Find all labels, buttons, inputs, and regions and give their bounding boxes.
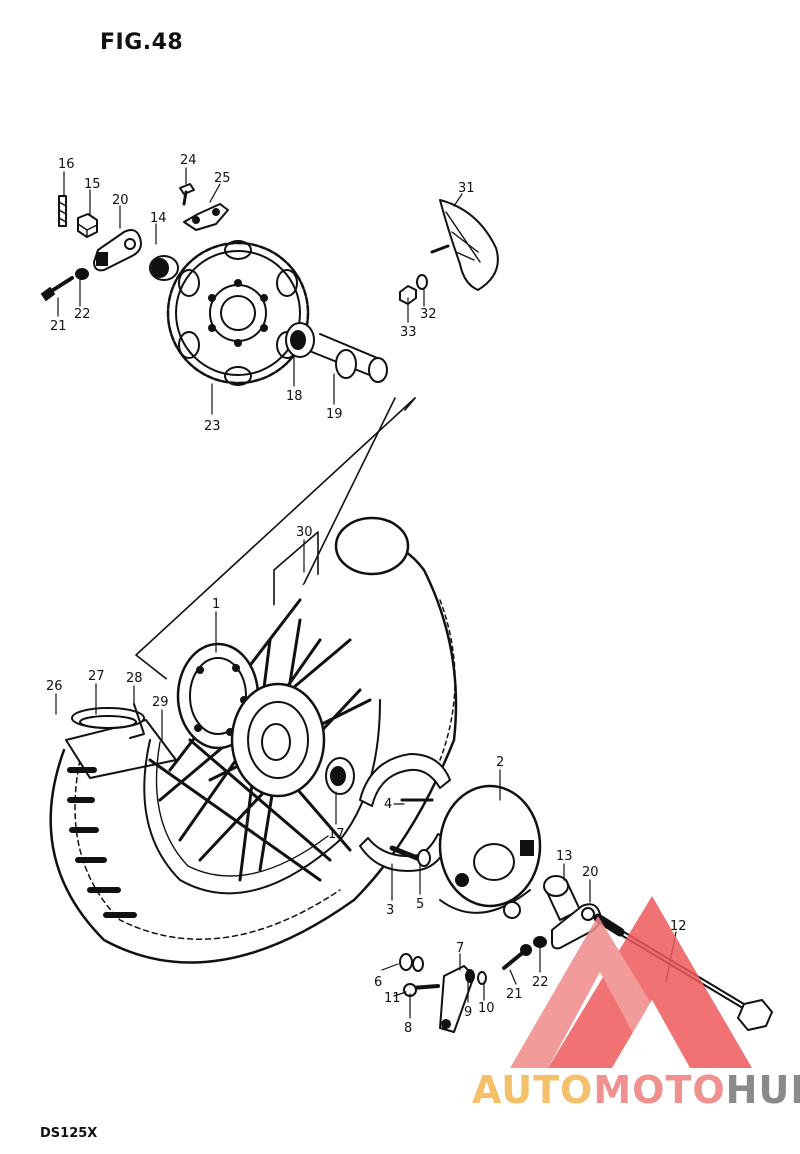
callout-3: 3 (386, 903, 394, 918)
part-collar-13 (543, 875, 581, 921)
part-nut-33 (399, 285, 417, 305)
callout-21b: 21 (506, 987, 523, 1002)
callout-8: 8 (404, 1021, 412, 1036)
part-adjuster-20a (93, 229, 142, 272)
part-sprocket-23 (166, 240, 310, 386)
callout-26: 26 (46, 679, 63, 694)
part-lever-7 (439, 965, 475, 1033)
callout-9: 9 (464, 1005, 472, 1020)
callout-13: 13 (556, 849, 573, 864)
callout-22a: 22 (74, 307, 91, 322)
callout-1: 1 (212, 597, 220, 612)
part-lock-plate-25 (183, 203, 229, 231)
part-washer-9-10 (465, 969, 487, 985)
callout-2: 2 (496, 755, 504, 770)
part-bolt-8 (403, 983, 440, 997)
part-nut-15 (77, 213, 98, 238)
part-spacer-19 (311, 333, 388, 383)
callout-33: 33 (400, 325, 417, 340)
callout-20a: 20 (112, 193, 129, 208)
callout-11: 11 (384, 991, 401, 1006)
callout-28: 28 (126, 671, 143, 686)
model-label: DS125X (40, 1126, 98, 1141)
part-rim-tape-27 (71, 707, 145, 729)
part-nut-22a (75, 268, 89, 280)
watermark-part-moto: MOTO (593, 1068, 726, 1112)
part-washer-32 (416, 274, 428, 290)
callout-22b: 22 (532, 975, 549, 990)
part-bolt-21b (502, 944, 532, 970)
callout-16: 16 (58, 157, 75, 172)
part-tire-detail-30 (334, 516, 410, 576)
part-brake-panel-2 (438, 784, 542, 919)
callout-14: 14 (150, 211, 167, 226)
callout-4: 4 (384, 797, 392, 812)
watermark-text: AUTOMOTOHUB (472, 1068, 800, 1112)
callout-6: 6 (374, 975, 382, 990)
part-bolt-16 (58, 195, 67, 227)
part-cam-5 (389, 845, 431, 867)
callout-31: 31 (458, 181, 475, 196)
callout-29: 29 (152, 695, 169, 710)
callout-17: 17 (328, 827, 345, 842)
callout-20b: 20 (582, 865, 599, 880)
callout-19: 19 (326, 407, 343, 422)
callout-5: 5 (416, 897, 424, 912)
part-nut-22b (533, 936, 547, 948)
callout-15: 15 (84, 177, 101, 192)
callout-23: 23 (204, 419, 221, 434)
part-bolt-21a (41, 276, 74, 301)
callout-7: 7 (456, 941, 464, 956)
callout-25: 25 (214, 171, 231, 186)
watermark-part-hub: HUB (725, 1068, 800, 1112)
callout-32: 32 (420, 307, 437, 322)
figure-title: FIG.48 (100, 30, 184, 55)
callout-27: 27 (88, 669, 105, 684)
callout-10: 10 (478, 1001, 495, 1016)
part-hub-1 (176, 642, 326, 798)
part-tube-28 (129, 703, 145, 739)
watermark-part-auto: AUTO (472, 1068, 594, 1112)
callout-24: 24 (180, 153, 197, 168)
part-bolt-24 (179, 183, 195, 206)
part-bearing-17 (325, 757, 355, 795)
callout-labels: 16 15 20 14 24 25 31 21 22 33 32 18 19 2… (46, 153, 687, 1036)
part-washer-14 (149, 255, 179, 281)
triangle-logo-icon (510, 896, 752, 1068)
callout-30: 30 (296, 525, 313, 540)
part-cover-31 (430, 199, 499, 291)
callout-21a: 21 (50, 319, 67, 334)
callout-18: 18 (286, 389, 303, 404)
part-bearing-18 (285, 322, 315, 358)
callout-12: 12 (670, 919, 687, 934)
part-washer-6 (399, 953, 424, 972)
